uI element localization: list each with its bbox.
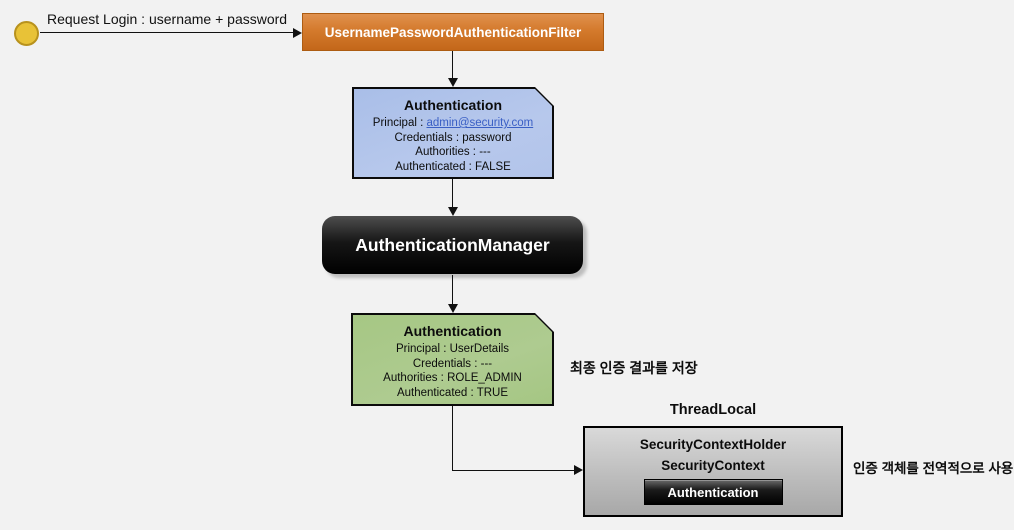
authentication-manager-label: AuthenticationManager bbox=[355, 234, 550, 255]
arrowhead-right-icon bbox=[293, 28, 302, 38]
authentication-after-box: Authentication Principal : UserDetails C… bbox=[351, 313, 554, 406]
start-node-icon bbox=[14, 21, 39, 46]
arrow-auth-to-context-horizontal bbox=[452, 469, 575, 471]
arrow-start-to-filter bbox=[40, 32, 294, 34]
auth-after-credentials: Credentials : --- bbox=[412, 357, 493, 370]
request-login-label: Request Login : username + password bbox=[47, 11, 288, 27]
username-password-authentication-filter-box: UsernamePasswordAuthenticationFilter bbox=[302, 13, 604, 51]
note-global-use: 인증 객체를 전역적으로 사용 bbox=[853, 461, 1014, 476]
security-context-label: SecurityContext bbox=[661, 458, 765, 473]
authentication-chip-label: Authentication bbox=[667, 484, 759, 500]
security-context-holder-label: SecurityContextHolder bbox=[639, 437, 787, 452]
authentication-chip: Authentication bbox=[643, 479, 783, 505]
auth-after-authorities: Authorities : ROLE_ADMIN bbox=[383, 372, 522, 385]
arrow-auth-to-manager bbox=[452, 179, 454, 208]
authentication-before-box: Authentication Principal : admin@securit… bbox=[352, 87, 554, 179]
arrow-auth-to-context-vertical bbox=[452, 406, 454, 470]
security-context-holder-box: SecurityContextHolder SecurityContext Au… bbox=[583, 426, 843, 517]
filter-box-label: UsernamePasswordAuthenticationFilter bbox=[324, 24, 582, 40]
auth-before-credentials: Credentials : password bbox=[394, 131, 512, 144]
threadlocal-label: ThreadLocal bbox=[669, 402, 757, 418]
auth-before-title: Authentication bbox=[404, 97, 502, 113]
arrowhead-down-icon bbox=[448, 207, 458, 216]
auth-before-authenticated: Authenticated : FALSE bbox=[395, 160, 511, 173]
note-fill bbox=[353, 315, 552, 404]
auth-after-principal: Principal : UserDetails bbox=[395, 343, 510, 355]
arrowhead-down-icon bbox=[448, 304, 458, 313]
arrowhead-right-icon bbox=[574, 465, 583, 475]
auth-before-authorities: Authorities : --- bbox=[415, 146, 491, 159]
arrowhead-down-icon bbox=[448, 78, 458, 87]
auth-after-authenticated: Authenticated : TRUE bbox=[396, 386, 508, 399]
principal-email-link[interactable]: admin@security.com bbox=[426, 117, 534, 129]
note-store-result: 최종 인증 결과를 저장 bbox=[570, 360, 698, 376]
arrow-manager-to-auth bbox=[452, 275, 454, 304]
auth-before-principal: Principal : admin@security.com bbox=[372, 117, 534, 129]
note-fill bbox=[354, 89, 552, 177]
auth-after-title: Authentication bbox=[403, 323, 502, 339]
arrow-filter-to-auth bbox=[452, 51, 454, 79]
authentication-manager-box: AuthenticationManager bbox=[322, 216, 583, 274]
